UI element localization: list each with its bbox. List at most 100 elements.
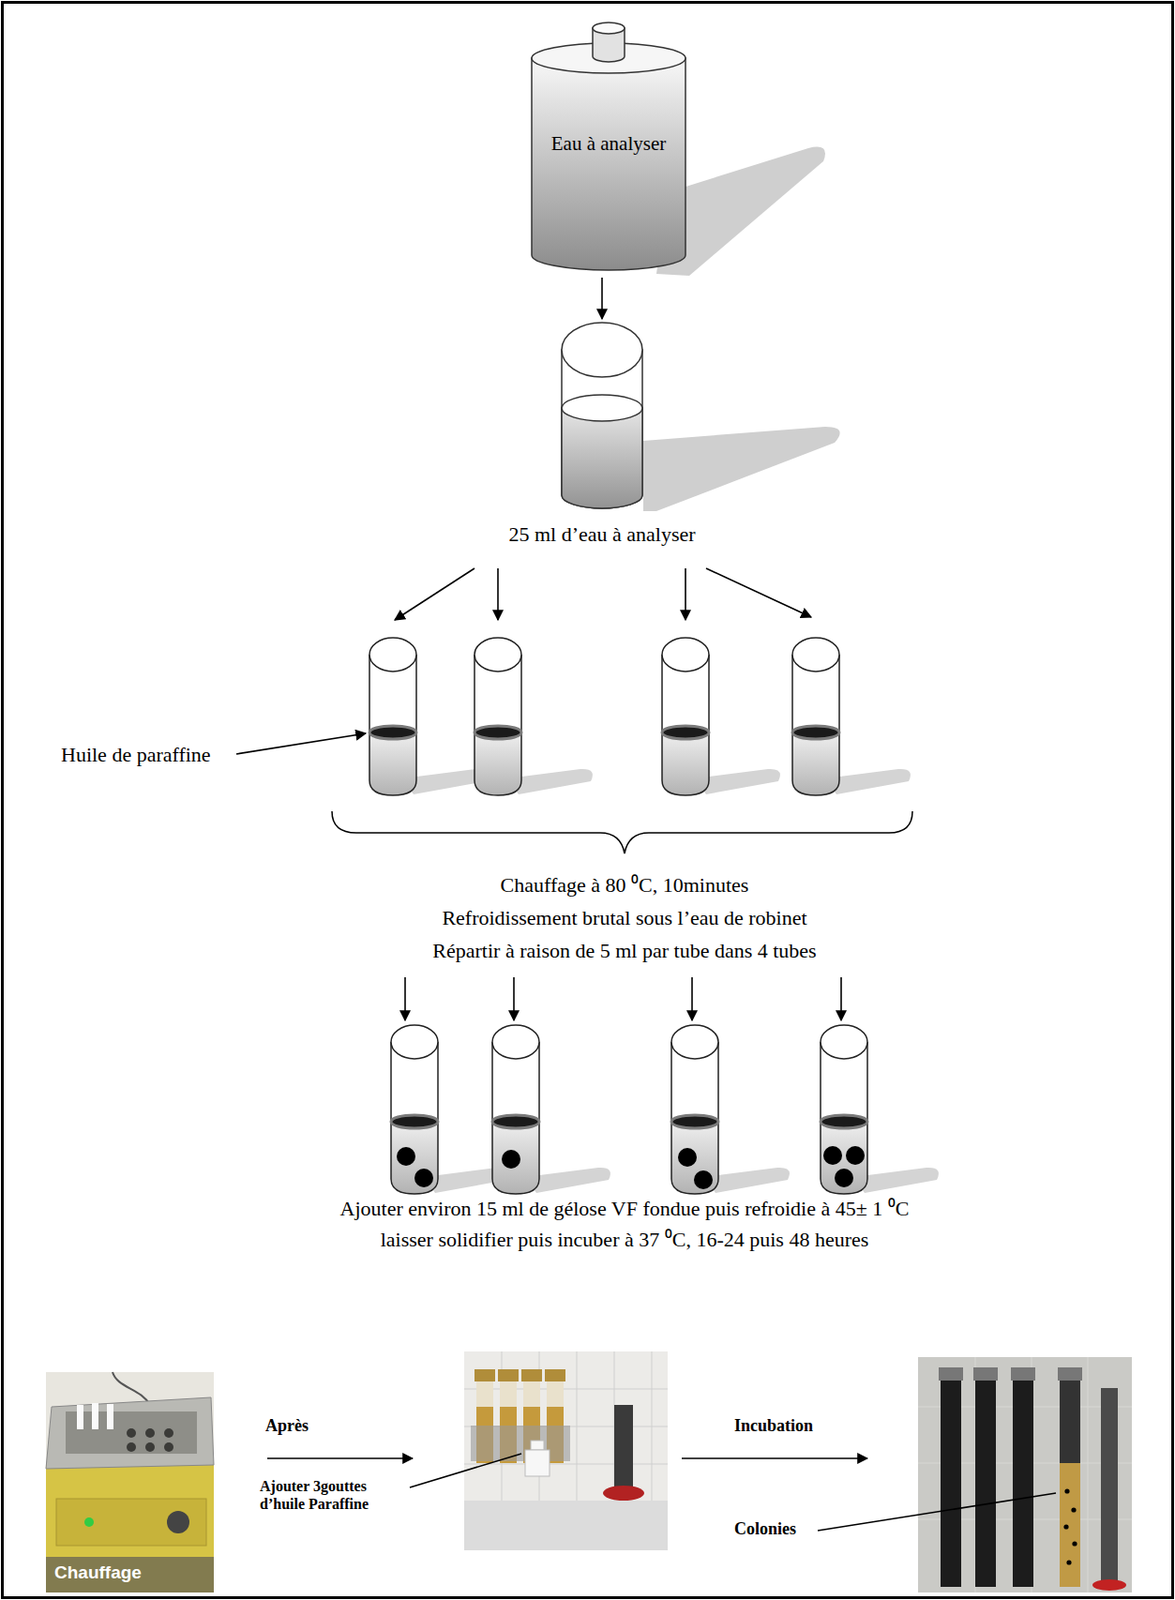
- process-arrow: [267, 1457, 868, 1460]
- node-label: Eau à analyser: [530, 131, 687, 156]
- photo-tube-rack: [525, 1449, 550, 1477]
- photo-water-bath: [112, 1371, 151, 1405]
- beaker-rim: [561, 322, 643, 377]
- photo-tube-rack: [497, 1369, 519, 1382]
- photo-water-bath: [45, 1397, 214, 1469]
- photo-water-bath: [84, 1517, 94, 1527]
- curly-brace: [331, 811, 913, 854]
- photo-water-bath: [106, 1403, 114, 1430]
- test-tube: [369, 637, 911, 796]
- callout-label: Huile de paraffine: [60, 742, 211, 768]
- leader-line: [817, 1492, 1056, 1531]
- photo-water-bath: [76, 1404, 84, 1430]
- photo-water-bath: [45, 1556, 214, 1593]
- test-tube: [662, 637, 781, 796]
- photo-incubated-tubes: [1057, 1367, 1083, 1381]
- process-arrow: [681, 1457, 868, 1460]
- photo-water-bath: [145, 1428, 155, 1438]
- step-note: Répartir à raison de 5 ml par tube dans …: [432, 938, 816, 964]
- agar-tube: [671, 1024, 790, 1194]
- photo-incubated-tubes: [975, 1378, 996, 1587]
- arrow-label: Incubation: [734, 1416, 814, 1437]
- split-arrow: [684, 568, 687, 620]
- agar-tube: [391, 1024, 510, 1194]
- test-tube: [474, 637, 593, 796]
- photo-tube-rack: [470, 1425, 571, 1462]
- photo-incubated-tubes: [918, 1356, 1132, 1593]
- down-arrow: [512, 977, 515, 1021]
- test-tube: [792, 637, 911, 796]
- colony-dot: [823, 1145, 843, 1165]
- step-note: Chauffage à 80 ⁰C, 10minutes: [500, 873, 750, 898]
- split-arrow: [394, 568, 812, 620]
- step-note: laisser solidifier puis incuber à 37 ⁰C,…: [380, 1227, 870, 1252]
- agar-tube: [391, 1024, 939, 1194]
- callout-label: Ajouter 3gouttes d’huile Paraffine: [259, 1476, 403, 1513]
- leader-line: [409, 1453, 1056, 1531]
- colony-dot: [693, 1170, 713, 1190]
- photo-water-bath: [164, 1428, 174, 1438]
- photo-tube-rack: [464, 1351, 668, 1501]
- colony-dot: [396, 1146, 416, 1166]
- agar-tube: [820, 1024, 939, 1194]
- step-note: Refroidissement brutal sous l’eau de rob…: [441, 905, 807, 931]
- colony-dot: [834, 1168, 854, 1188]
- photo-water-bath: [166, 1510, 190, 1534]
- photo-incubated-tubes: [1059, 1462, 1081, 1587]
- process-arrow: [267, 1457, 413, 1460]
- photo-incubated-tubes: [918, 1356, 1132, 1593]
- photo-water-bath: [126, 1442, 136, 1452]
- photo-tube-rack: [614, 1404, 633, 1490]
- agar-tube: [492, 1024, 611, 1194]
- photo-incubated-tubes: [938, 1367, 964, 1381]
- photo-incubated-tubes: [1071, 1540, 1077, 1546]
- step-note: Ajouter environ 15 ml de gélose VF fondu…: [340, 1196, 910, 1221]
- colony-dot: [396, 1145, 865, 1190]
- curly-brace: [331, 811, 913, 854]
- photo-incubated-tubes: [1066, 1559, 1071, 1565]
- down-arrow: [691, 977, 693, 1021]
- beaker-liquid: [561, 407, 643, 509]
- arrow-label: Après: [265, 1416, 309, 1437]
- cast-shadow: [643, 426, 841, 512]
- sample-bottle: Eau à analyser: [530, 20, 687, 276]
- photo-tube-rack: [602, 1485, 645, 1501]
- photo-incubated-tubes: [1100, 1387, 1118, 1583]
- bottle-cap-top: [592, 22, 625, 34]
- photo-incubated-tubes: [1010, 1367, 1036, 1381]
- photo-tube-rack: [521, 1369, 543, 1382]
- photo-incubated-tubes: [973, 1367, 998, 1381]
- photo-tube-rack: [464, 1500, 668, 1551]
- down-arrow: [405, 977, 842, 1021]
- liquid-surface: [561, 394, 643, 422]
- photo-water-bath: [91, 1402, 99, 1430]
- photo-tube-rack: [474, 1369, 496, 1382]
- photo-tube-rack: [464, 1351, 668, 1551]
- photo-incubated-tubes: [1059, 1378, 1081, 1463]
- split-arrow: [706, 568, 812, 618]
- flow-arrow: [601, 277, 603, 319]
- photo-incubated-tubes: [1012, 1378, 1034, 1587]
- colony-dot: [677, 1147, 697, 1167]
- test-tube: [369, 637, 488, 796]
- photo-water-bath: [164, 1442, 174, 1452]
- photo-water-bath: [126, 1428, 136, 1438]
- photo-water-bath: [45, 1462, 214, 1593]
- colony-dot: [414, 1168, 434, 1188]
- down-arrow: [404, 977, 407, 1021]
- photo-tube-rack: [544, 1369, 566, 1382]
- sample-beaker-outline: [560, 321, 644, 511]
- photo-water-bath: [45, 1371, 214, 1593]
- photo-water-bath: [45, 1371, 214, 1593]
- photo-water-bath: [145, 1442, 155, 1452]
- photo-tube-rack: [464, 1351, 668, 1551]
- leader-arrow: [236, 733, 366, 754]
- colony-dot: [845, 1145, 865, 1165]
- photo-incubated-tubes: [1063, 1523, 1069, 1529]
- split-arrow: [497, 568, 499, 620]
- bottle-body: [531, 58, 686, 271]
- photo-incubated-tubes: [940, 1378, 962, 1587]
- leader-arrow: [236, 733, 366, 754]
